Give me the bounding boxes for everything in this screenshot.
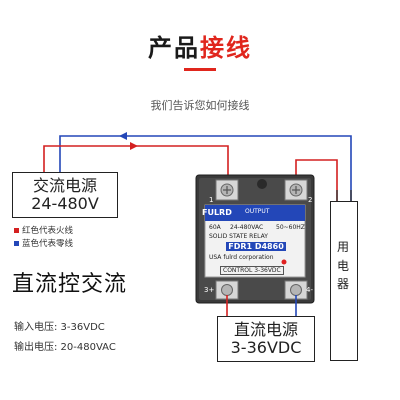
title-part-2: 接线 (200, 34, 252, 62)
spec-output: 输出电压: 20-480VAC (14, 342, 116, 353)
relay-term-1: 1 (209, 196, 214, 204)
relay-output-label: OUTPUT (245, 208, 270, 215)
legend-red-text: 红色代表火线 (22, 226, 74, 236)
relay-model: FDR1 D4860 (226, 242, 286, 251)
red-square-icon (14, 228, 19, 233)
legend-blue-text: 蓝色代表零线 (22, 239, 74, 249)
dc-source-box: 直流电源 3-36VDC (217, 316, 315, 362)
relay-brand: FULRD (202, 208, 232, 217)
relay-term-3: 3+ (204, 286, 215, 294)
relay-current: 60A (209, 224, 221, 231)
ac-source-line1: 交流电源 (32, 176, 97, 195)
relay-maker: USA fulrd corporation (209, 254, 274, 261)
heading: 直流控交流 (12, 272, 128, 297)
load-char-1: 用 (336, 240, 349, 254)
blue-wire (59, 135, 352, 201)
load-char-3: 器 (336, 277, 349, 292)
relay-control: CONTROL 3-36VDC (220, 266, 284, 275)
spec-input: 输入电压: 3-36VDC (14, 322, 105, 333)
load-device (330, 201, 358, 361)
ac-source-box: 交流电源 24-480V (12, 172, 118, 218)
blue-arrow (119, 132, 127, 140)
red-arrow (130, 142, 138, 150)
relay-voltage: 24-480VAC (230, 224, 264, 231)
page-title: 产品接线 (0, 28, 400, 63)
title-part-1: 产品 (148, 34, 200, 62)
relay-term-4: 4- (306, 286, 313, 294)
red-wire-2 (295, 159, 338, 201)
load-char-2: 电 (336, 258, 349, 273)
dc-source-line1: 直流电源 (233, 320, 298, 339)
ac-source-line2: 24-480V (31, 193, 99, 213)
subtitle: 我们告诉您如何接线 (150, 99, 250, 112)
load-label: 用 电 器 (330, 238, 356, 294)
legend-blue: 蓝色代表零线 (14, 237, 73, 249)
dc-source-line2: 3-36VDC (230, 337, 302, 357)
legend-red: 红色代表火线 (14, 224, 73, 236)
relay-type: SOLID STATE RELAY (209, 233, 268, 240)
blue-square-icon (14, 241, 19, 246)
title-underline (184, 68, 216, 71)
relay-term-2: 2 (308, 196, 313, 204)
relay-freq: 50~60HZ (276, 224, 305, 231)
